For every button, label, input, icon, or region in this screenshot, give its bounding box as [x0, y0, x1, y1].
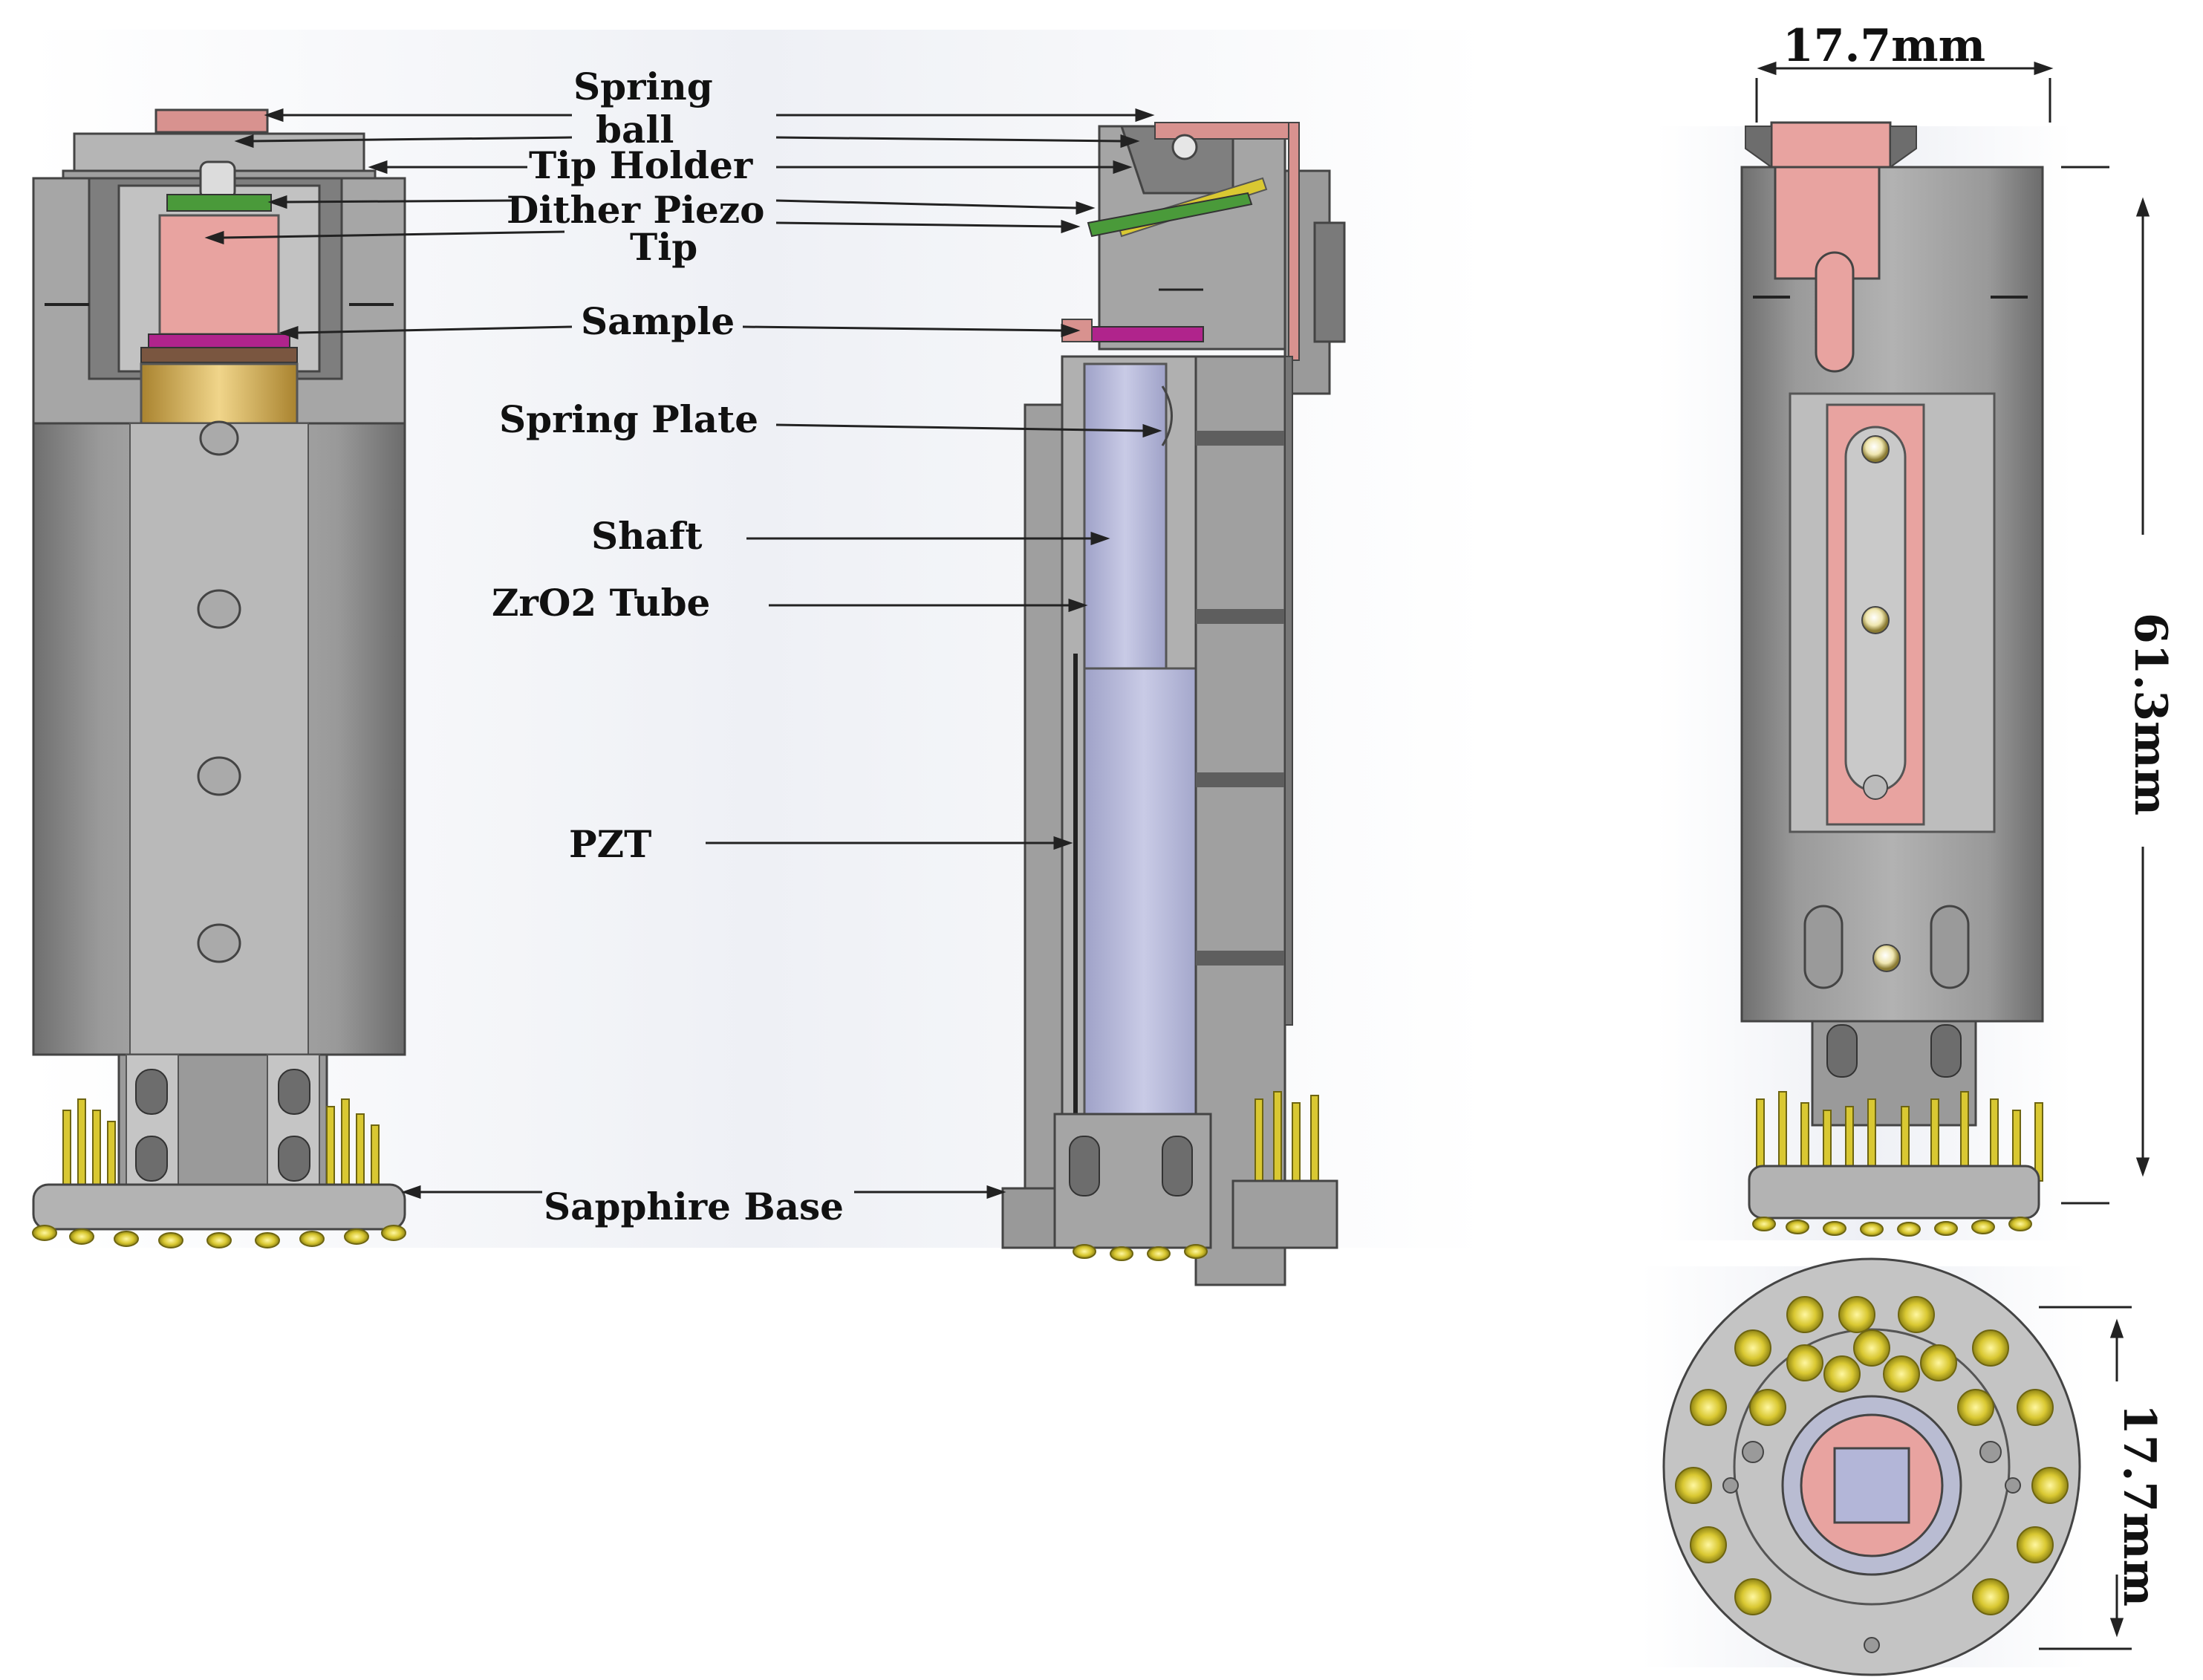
dimension-lines — [1755, 61, 2150, 1650]
label-sample: Sample — [581, 299, 735, 343]
label-spring-plate: Spring Plate — [499, 397, 759, 441]
label-ball: ball — [596, 108, 674, 152]
label-spring: Spring — [573, 65, 713, 108]
label-sapphire-base: Sapphire Base — [544, 1185, 844, 1228]
label-tip: Tip — [630, 225, 698, 269]
left-section-view — [32, 108, 406, 1248]
dimension-top-width: 17.7mm — [1783, 20, 1986, 72]
label-zro2-tube: ZrO2 Tube — [492, 581, 711, 625]
label-shaft: Shaft — [591, 514, 703, 558]
base-bottom-view — [1662, 1257, 2081, 1676]
dimension-height: 61.3mm — [2124, 613, 2176, 816]
right-front-view — [1740, 121, 2044, 1237]
middle-section-view — [1001, 122, 1346, 1286]
label-dither-piezo: Dither Piezo — [507, 188, 765, 232]
label-pzt: PZT — [569, 822, 652, 866]
dimension-base-diameter: 17.7mm — [2113, 1404, 2165, 1607]
leader-lines — [204, 108, 1162, 1199]
label-tip-holder: Tip Holder — [529, 143, 753, 187]
